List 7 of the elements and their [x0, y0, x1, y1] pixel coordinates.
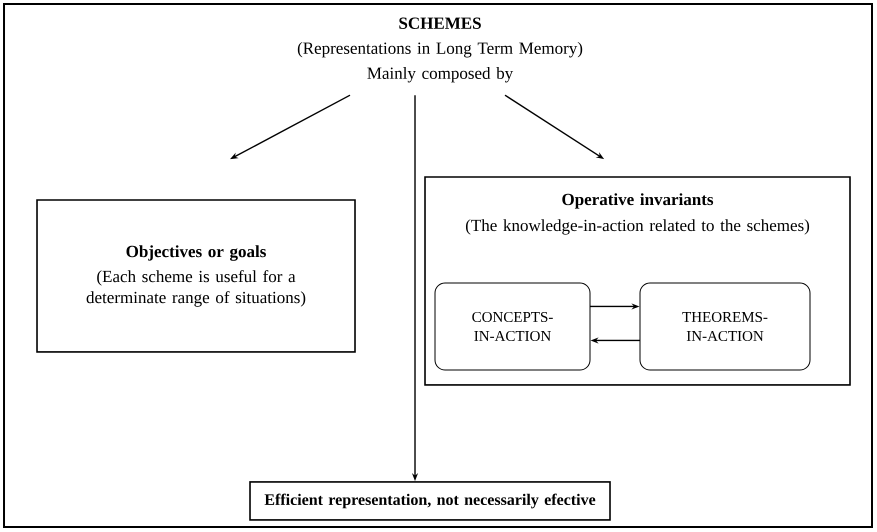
result-box: Efficient representation, not necessarily efective — [249, 481, 611, 521]
concept-box: CONCEPTS-IN-ACTION — [434, 282, 590, 370]
box-heading: Operative invariants (The knowledge-in-action related to the schemes) — [466, 193, 810, 235]
goal-box: Objectives or goals (Each scheme is useful for a determinate range of situations) — [36, 199, 356, 353]
theorem-box: THEOREMS-IN-ACTION — [640, 282, 810, 370]
invariants-box — [424, 176, 851, 386]
heading-text: SCHEMES (Representations in Long Term Memory) Mainly composed by — [298, 18, 582, 82]
